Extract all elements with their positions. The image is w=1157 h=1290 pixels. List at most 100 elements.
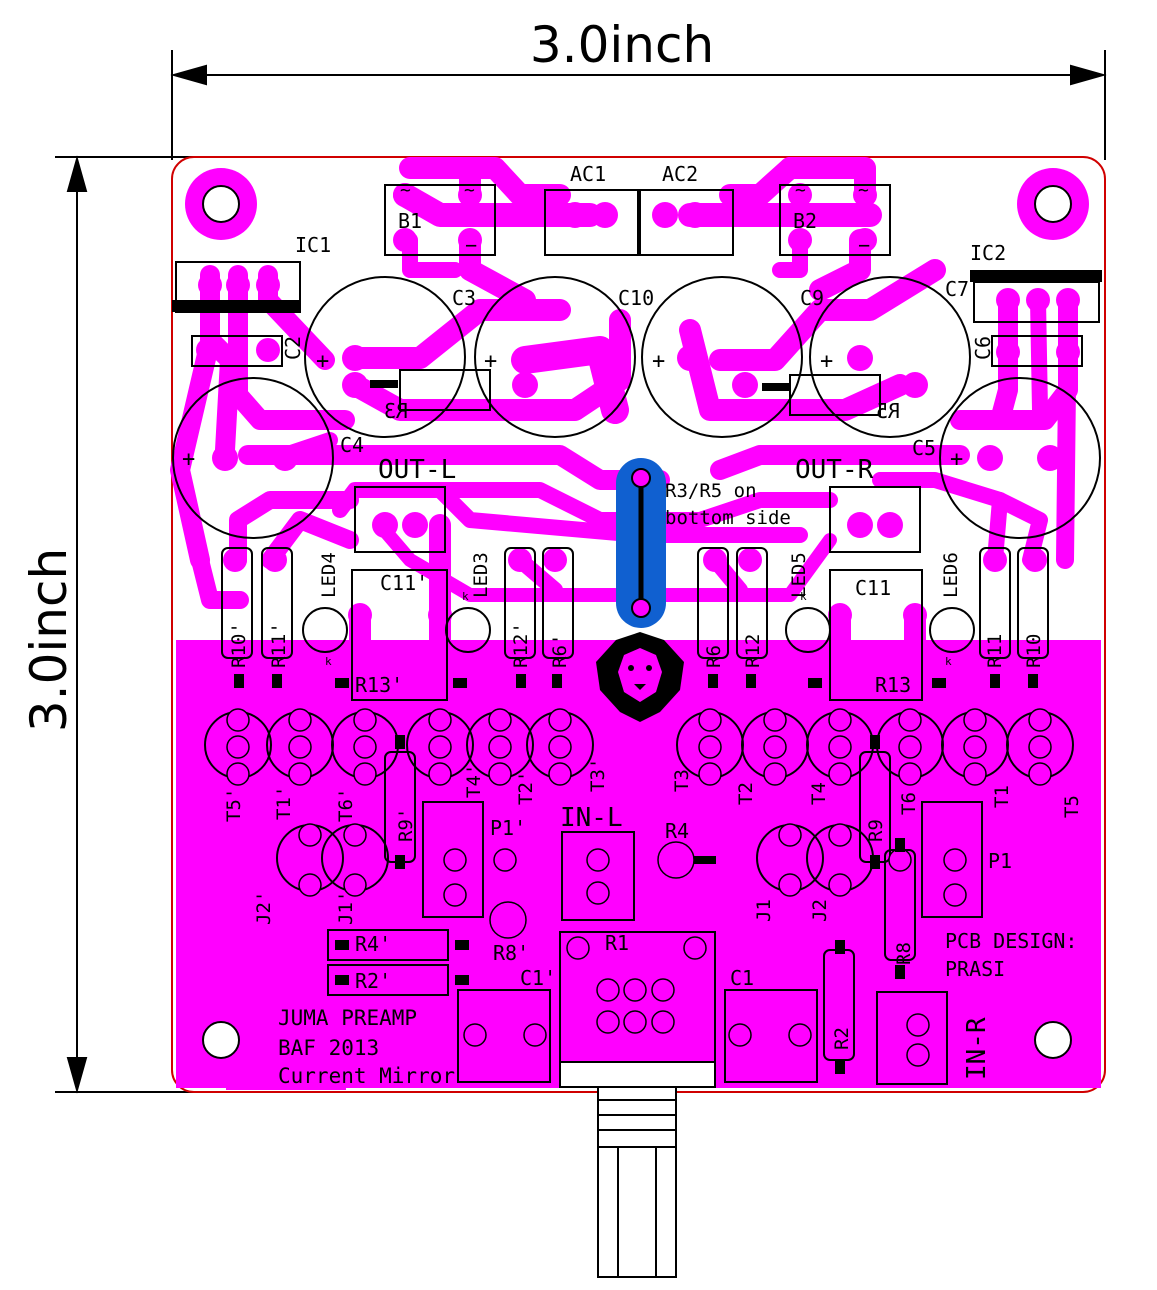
label-t6p: T6' [335,788,357,822]
label-r4: R4 [665,819,689,843]
component-labels: IC1 IC2 B1 B2 AC1 AC2 C3 C10 C9 C7 C4 C5… [223,162,1083,1050]
svg-text:+: + [820,349,833,374]
label-r11p: R11' [268,622,290,668]
label-t1: T1 [991,785,1013,808]
label-r9p: R9' [395,808,417,842]
label-r12: R12 [742,634,764,668]
title-line3: Current Mirror [278,1064,455,1088]
svg-text:k: k [325,655,332,668]
wire-jumper-icon [616,458,666,628]
svg-text:~: ~ [464,180,475,201]
through-hole-pads [196,183,1080,627]
label-r5: R5 [876,399,900,423]
label-ic1: IC1 [295,233,331,257]
svg-text:−: − [465,233,477,257]
svg-text:~: ~ [858,180,869,201]
label-r12p: R12' [510,622,532,668]
label-r1: R1 [605,931,629,955]
svg-text:+: + [316,349,329,374]
label-j1p: J1' [335,891,357,925]
credit-line1: PCB DESIGN: [945,929,1077,953]
label-r10: R10 [1023,634,1045,668]
label-r10p: R10' [228,622,250,668]
label-r8: R8 [893,942,915,965]
in-r-label: IN-R [962,1017,992,1080]
in-l-label: IN-L [560,803,623,833]
label-t2p: T2' [515,771,537,805]
label-c4: C4 [340,433,364,457]
label-c6: C6 [971,336,995,360]
label-t5p: T5' [223,788,245,822]
label-r8p: R8' [493,941,529,965]
mounting-hole-icon [185,168,1089,1076]
credit-line2: PRASI [945,957,1005,981]
svg-text:+: + [182,447,195,472]
label-t4: T4 [808,782,830,805]
svg-text:−: − [858,233,870,257]
svg-text:+: + [652,349,665,374]
label-ic2: IC2 [970,241,1006,265]
label-led4: LED4 [318,552,340,598]
label-c7: C7 [945,277,969,301]
label-r4p: R4' [355,932,391,956]
title-line2: BAF 2013 [278,1036,379,1060]
label-r2: R2 [831,1027,853,1050]
label-r3: R3 [384,399,408,423]
label-b2: B2 [793,209,817,233]
label-p1: P1 [988,849,1012,873]
label-t1p: T1' [273,786,295,820]
label-r6p: R6' [549,634,571,668]
label-r11: R11 [984,634,1006,668]
label-t3: T3 [671,769,693,792]
label-led3: LED3 [470,552,492,598]
label-t2: T2 [735,782,757,805]
label-t4p: T4' [463,764,485,798]
title-line1: JUMA PREAMP [278,1006,417,1030]
svg-text:~: ~ [400,180,411,201]
label-r13p: R13' [355,673,403,697]
dimension-annotations [55,50,1107,1094]
label-c9: C9 [800,286,824,310]
svg-text:~: ~ [795,180,806,201]
label-j2p: J2' [253,891,275,925]
out-r-label: OUT-R [795,455,874,485]
label-j1: J1 [753,899,775,922]
label-t6: T6 [898,792,920,815]
svg-text:k: k [462,590,469,603]
lion-logo-icon [596,632,684,722]
label-c3: C3 [452,286,476,310]
label-p1p: P1' [490,816,526,840]
label-c2: C2 [281,336,305,360]
label-r2p: R2' [355,969,391,993]
label-ac1: AC1 [570,162,606,186]
label-c11: C11 [855,576,891,600]
label-b1: B1 [398,209,422,233]
label-j2: J2 [809,899,831,922]
jumper-note-line2: bottom side [665,507,791,529]
label-r9: R9 [865,819,887,842]
label-c10: C10 [618,286,654,310]
label-ac2: AC2 [662,162,698,186]
svg-text:+: + [950,447,963,472]
svg-text:+: + [484,349,497,374]
label-r6: R6 [703,645,725,668]
potentiometer-shaft-icon [559,1061,716,1278]
label-c1: C1 [730,966,754,990]
label-r13: R13 [875,673,911,697]
height-dimension-label: 3.0inch [20,548,78,732]
label-c5: C5 [912,436,936,460]
ic-heatsink-bars [172,270,1102,312]
svg-text:k: k [945,655,952,668]
width-dimension-label: 3.0inch [530,16,714,74]
jumper-note-line1: R3/R5 on [665,480,757,502]
label-c1p: C1' [520,966,556,990]
lower-pads [226,708,1052,1067]
smd-pads [234,380,1038,1074]
label-c11p: C11' [380,571,428,595]
svg-text:k: k [800,590,807,603]
label-led6: LED6 [940,552,962,598]
out-l-label: OUT-L [378,455,456,485]
label-t5: T5 [1061,795,1083,818]
polarity-marks: + + + + + + − − ~ ~ ~ ~ k k k k [182,180,963,668]
